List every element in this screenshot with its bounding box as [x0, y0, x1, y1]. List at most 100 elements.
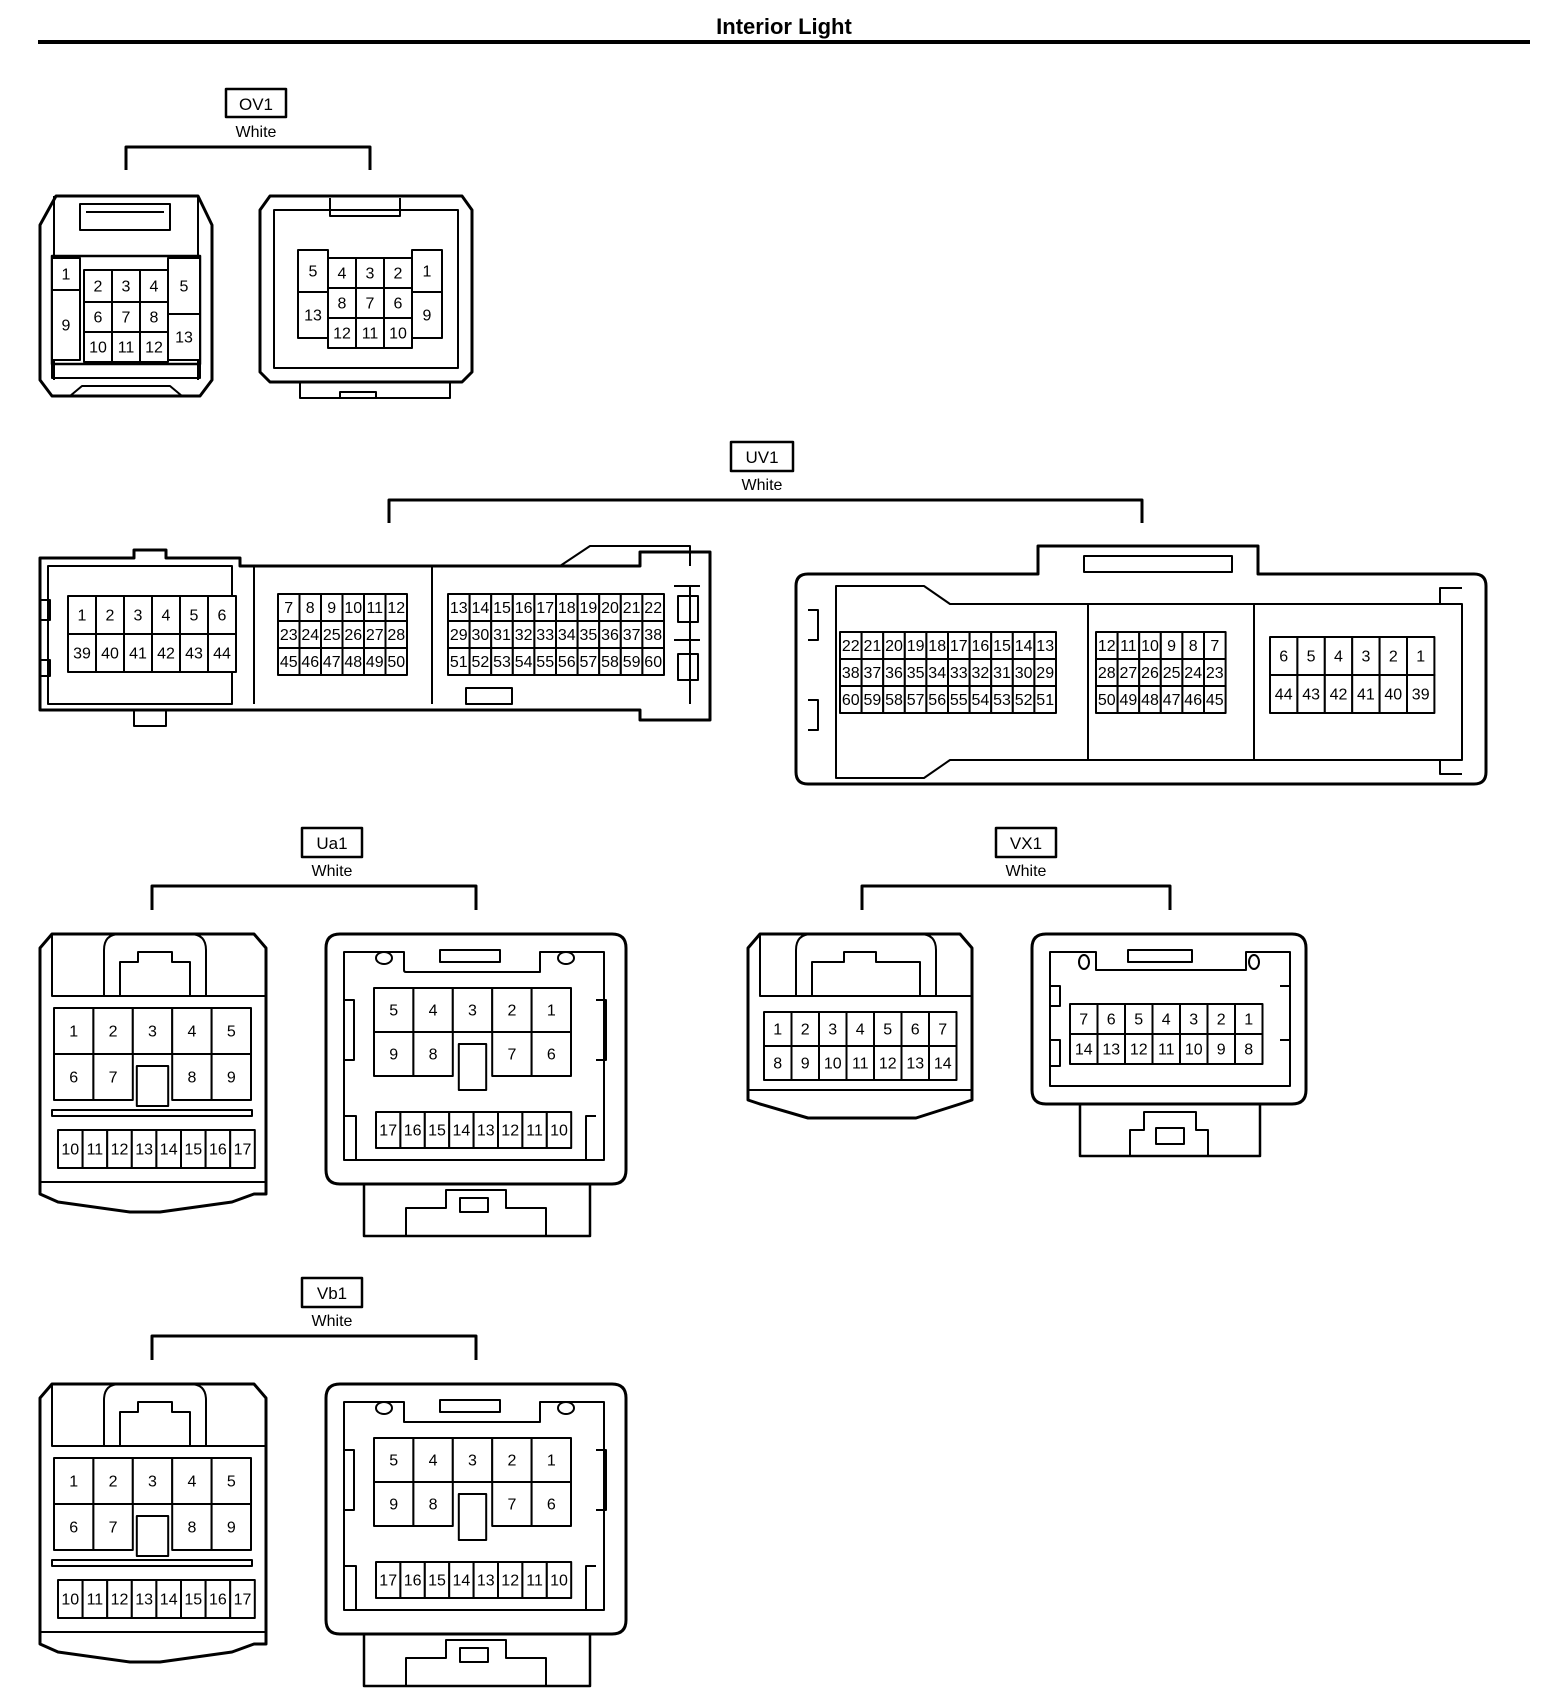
pin-number: 10 — [1185, 1042, 1203, 1059]
pin-cell: 10 — [341, 593, 365, 622]
pin-number: 57 — [580, 654, 598, 671]
pin-number: 8 — [338, 296, 347, 313]
pin-number: 49 — [366, 654, 384, 671]
pin-number: 37 — [864, 665, 882, 682]
pin-cell: 8 — [139, 301, 169, 333]
pin-cell-outline — [1406, 674, 1436, 714]
pin-cell: 13 — [167, 313, 201, 361]
pin-cell-outline — [384, 647, 408, 676]
pin-cell: 5 — [373, 1437, 415, 1483]
pin-cell: 49 — [1116, 685, 1141, 714]
pin-number: 10 — [61, 1592, 79, 1609]
pin-number: 5 — [227, 1024, 236, 1041]
pin-cell: 29 — [447, 620, 471, 649]
pin-cell-outline — [1296, 674, 1326, 714]
pin-number: 41 — [129, 646, 147, 663]
pin-number: 12 — [501, 1123, 519, 1140]
pin-cell: 2 — [383, 257, 413, 289]
pin-cell: 1 — [53, 1457, 95, 1505]
pin-number: 37 — [623, 627, 641, 644]
pin-cell: 10 — [545, 1111, 573, 1149]
pin-number: 4 — [429, 1003, 438, 1020]
pin-cell: 2 — [83, 269, 113, 303]
pin-cell: 2 — [491, 1437, 533, 1483]
pin-cell-outline — [51, 289, 81, 361]
pin-number: 12 — [145, 340, 163, 357]
pin-number: 7 — [1210, 638, 1219, 655]
connector-ov1-bracket — [124, 145, 372, 170]
pin-cell: 35 — [903, 658, 928, 687]
pin-cell: 41 — [123, 633, 153, 673]
pin-cell: 3 — [131, 1457, 174, 1505]
pin-number: 21 — [623, 600, 641, 617]
pin-cell: 6 — [900, 1011, 930, 1047]
pin-cell: 54 — [511, 647, 536, 676]
pin-cell: 8 — [1234, 1033, 1264, 1065]
pin-number: 29 — [1036, 665, 1054, 682]
pin-cell: 45 — [1203, 685, 1227, 714]
pin-number: 2 — [109, 1474, 118, 1491]
pin-cell: 49 — [363, 647, 387, 676]
pin-number: 25 — [1163, 665, 1181, 682]
pin-cell: 48 — [1138, 685, 1162, 714]
pin-cell: 25 — [1159, 658, 1184, 687]
pin-number: 19 — [580, 600, 598, 617]
pin-cell: 15 — [990, 631, 1014, 660]
pin-cell: 19 — [576, 593, 601, 622]
pin-cell-outline — [491, 1031, 533, 1077]
pin-number: 1 — [1416, 649, 1425, 666]
pin-number: 8 — [150, 310, 159, 327]
cavity-blank — [135, 1515, 170, 1557]
pin-number: 50 — [1098, 692, 1116, 709]
pin-number: 54 — [515, 654, 533, 671]
pin-number: 14 — [453, 1123, 471, 1140]
pin-number: 16 — [972, 638, 990, 655]
pin-number: 60 — [842, 692, 860, 709]
pin-cell-outline — [375, 1561, 402, 1599]
pin-number: 5 — [389, 1003, 398, 1020]
pin-number: 44 — [1275, 687, 1293, 704]
pin-cell: 10 — [818, 1045, 848, 1081]
pin-number: 26 — [344, 627, 362, 644]
pin-number: 11 — [362, 326, 379, 343]
pin-cell: 4 — [327, 257, 357, 289]
pin-number: 2 — [507, 1453, 516, 1470]
pin-number: 3 — [148, 1474, 157, 1491]
pin-number: 34 — [558, 627, 576, 644]
pin-number: 25 — [323, 627, 341, 644]
pin-number: 1 — [773, 1022, 782, 1039]
pin-cell: 28 — [384, 620, 408, 649]
pin-cell: 9 — [51, 289, 81, 361]
pin-number: 8 — [187, 1520, 196, 1537]
pin-cell: 3 — [451, 1437, 494, 1483]
pin-cell-outline — [1351, 636, 1381, 676]
pin-number: 3 — [134, 608, 143, 625]
pin-number: 43 — [185, 646, 203, 663]
pin-cell: 7 — [928, 1011, 958, 1047]
pin-number: 7 — [1079, 1012, 1088, 1029]
connector-color: White — [312, 863, 353, 880]
pin-cell: 55 — [533, 647, 558, 676]
pin-number: 53 — [493, 654, 511, 671]
pin-cell: 5 — [167, 257, 201, 315]
pin-cell: 16 — [511, 593, 536, 622]
pin-number: 52 — [1015, 692, 1033, 709]
pin-cell-outline — [900, 1011, 930, 1047]
pin-number: 45 — [280, 654, 298, 671]
pin-number: 5 — [309, 264, 318, 281]
connector-id: Ua1 — [316, 834, 347, 853]
connector-uv1-label: UV1 White — [729, 440, 795, 494]
pin-cell-outline — [818, 1045, 848, 1081]
connector-vx1-female-view — [1030, 932, 1308, 1158]
pin-cell-outline — [53, 1503, 95, 1551]
pin-number: 45 — [1206, 692, 1224, 709]
pin-number: 38 — [842, 665, 860, 682]
pin-cell: 19 — [903, 631, 928, 660]
pin-cell: 4 — [845, 1011, 875, 1047]
pin-cell-outline — [818, 1011, 848, 1047]
pin-number: 20 — [601, 600, 619, 617]
pin-cell: 1 — [1234, 1003, 1264, 1035]
pin-number: 1 — [69, 1024, 78, 1041]
pin-cell-outline — [57, 1579, 84, 1619]
pin-cell: 21 — [619, 593, 644, 622]
